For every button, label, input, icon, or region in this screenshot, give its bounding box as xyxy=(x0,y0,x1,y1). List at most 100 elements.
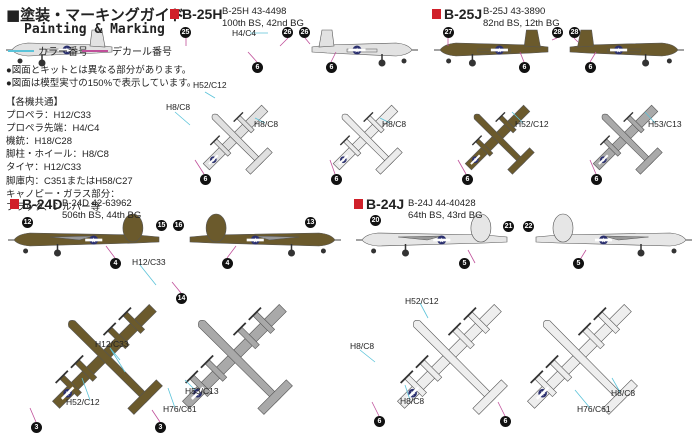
propeller xyxy=(70,354,84,369)
insignia-bar xyxy=(405,386,420,400)
spec-item: プロペラ先端：H4/C4 xyxy=(6,123,100,135)
color-label: H8/C8 xyxy=(400,396,425,406)
color-label: H4/C4 xyxy=(232,28,257,38)
star-icon: ★ xyxy=(600,235,606,244)
serial: B-25H 43-4498 xyxy=(222,6,287,17)
decal-leader-line xyxy=(589,159,597,175)
side-view: ★ xyxy=(535,213,692,257)
tailplane xyxy=(127,379,163,415)
decal-number: 20 xyxy=(370,215,381,226)
top-view: ★ xyxy=(332,104,403,175)
star-icon: ★ xyxy=(538,388,548,398)
tail-fin xyxy=(577,29,595,48)
decal-number: 4 xyxy=(222,258,233,269)
decal-leader-line xyxy=(371,401,380,417)
nose-wheel xyxy=(671,248,677,254)
color-leader-line xyxy=(139,264,157,286)
decal-leader-line xyxy=(151,409,161,423)
variant-name: B-24D xyxy=(22,196,63,212)
color-label: H53/C13 xyxy=(185,386,219,396)
decal-number: 15 xyxy=(156,220,167,231)
color-leader-line xyxy=(254,117,266,124)
color-label: H12/C33 xyxy=(95,339,129,349)
decal-leader-line xyxy=(589,51,597,63)
spec-item: 機銃：H18/C28 xyxy=(6,136,72,148)
variant-name: B-25H xyxy=(182,6,223,22)
insignia-bar xyxy=(610,48,628,52)
decal-number: 21 xyxy=(503,221,514,232)
side-view: ★ xyxy=(356,213,508,257)
color-leader-line xyxy=(419,302,429,319)
decal-leader-line xyxy=(497,401,506,417)
side-view: ★ xyxy=(189,213,341,257)
color-label: H8/C8 xyxy=(350,341,375,351)
color-label: H8/C8 xyxy=(611,388,636,398)
color-label: H8/C8 xyxy=(382,119,407,129)
decal-number: 13 xyxy=(305,217,316,228)
color-label: H8/C8 xyxy=(166,102,191,112)
wheel xyxy=(468,59,476,67)
color-leader-line xyxy=(611,377,621,393)
color-label: H53/C13 xyxy=(648,119,682,129)
color-leader-line xyxy=(574,389,591,409)
star-icon: ★ xyxy=(472,156,480,164)
fuselage xyxy=(473,113,526,166)
decal-number: 5 xyxy=(573,258,584,269)
decal-number: 6 xyxy=(252,62,263,73)
nose-wheel xyxy=(23,248,29,254)
unit: 64th BS, 43rd BG xyxy=(408,210,483,221)
decal-leader-line xyxy=(279,37,289,47)
insignia-bar xyxy=(433,238,451,242)
decal-leader-line xyxy=(467,249,476,264)
decal-leader-line xyxy=(330,51,337,63)
variant-heading-b24d: B-24D xyxy=(10,196,62,212)
propeller xyxy=(232,322,247,336)
decal-number: 6 xyxy=(374,416,385,427)
nose-wheel xyxy=(320,248,326,254)
propeller xyxy=(495,111,506,123)
propeller xyxy=(530,370,544,384)
color-line-swatch xyxy=(8,49,34,52)
red-square-icon xyxy=(170,9,179,19)
unit: 506th BS, 44th BG xyxy=(62,210,142,221)
decal-leader-line xyxy=(551,37,558,41)
decal-number: 25 xyxy=(180,27,191,38)
side-view: ★ xyxy=(6,29,113,67)
propeller xyxy=(623,111,634,123)
wheel xyxy=(288,249,295,257)
nose-wheel xyxy=(666,58,672,64)
fuselage xyxy=(601,113,654,166)
wheel xyxy=(637,249,645,257)
propeller xyxy=(400,370,414,384)
decal-number: 6 xyxy=(326,62,337,73)
color-leader-line xyxy=(167,387,176,409)
star-icon: ★ xyxy=(252,235,258,244)
tail-fin xyxy=(470,213,492,243)
common-heading: 【各機共通】 xyxy=(6,97,64,108)
wing xyxy=(603,235,649,241)
tail-fin xyxy=(122,213,144,243)
decal-number: 26 xyxy=(299,27,310,38)
unit: 100th BS, 42nd BG xyxy=(222,18,304,29)
side-view: ★ xyxy=(311,29,418,67)
star-icon: ★ xyxy=(210,156,218,164)
tail-fin xyxy=(318,29,335,48)
propeller xyxy=(339,135,351,146)
star-icon: ★ xyxy=(615,45,621,54)
star-icon: ★ xyxy=(340,156,348,164)
insignia-bar xyxy=(190,386,205,400)
decal-line-swatch xyxy=(82,49,108,52)
decal-number: 28 xyxy=(569,27,580,38)
propeller xyxy=(447,322,462,336)
spec-item: 脚柱・ホイール：H8/C8 xyxy=(6,149,109,161)
propeller xyxy=(233,111,244,123)
propeller xyxy=(545,354,559,369)
insignia-bar xyxy=(535,386,550,400)
insignia-bar xyxy=(85,238,103,242)
insignia-bar xyxy=(58,48,76,52)
decal-number: 14 xyxy=(176,293,187,304)
decal-number: 16 xyxy=(173,220,184,231)
